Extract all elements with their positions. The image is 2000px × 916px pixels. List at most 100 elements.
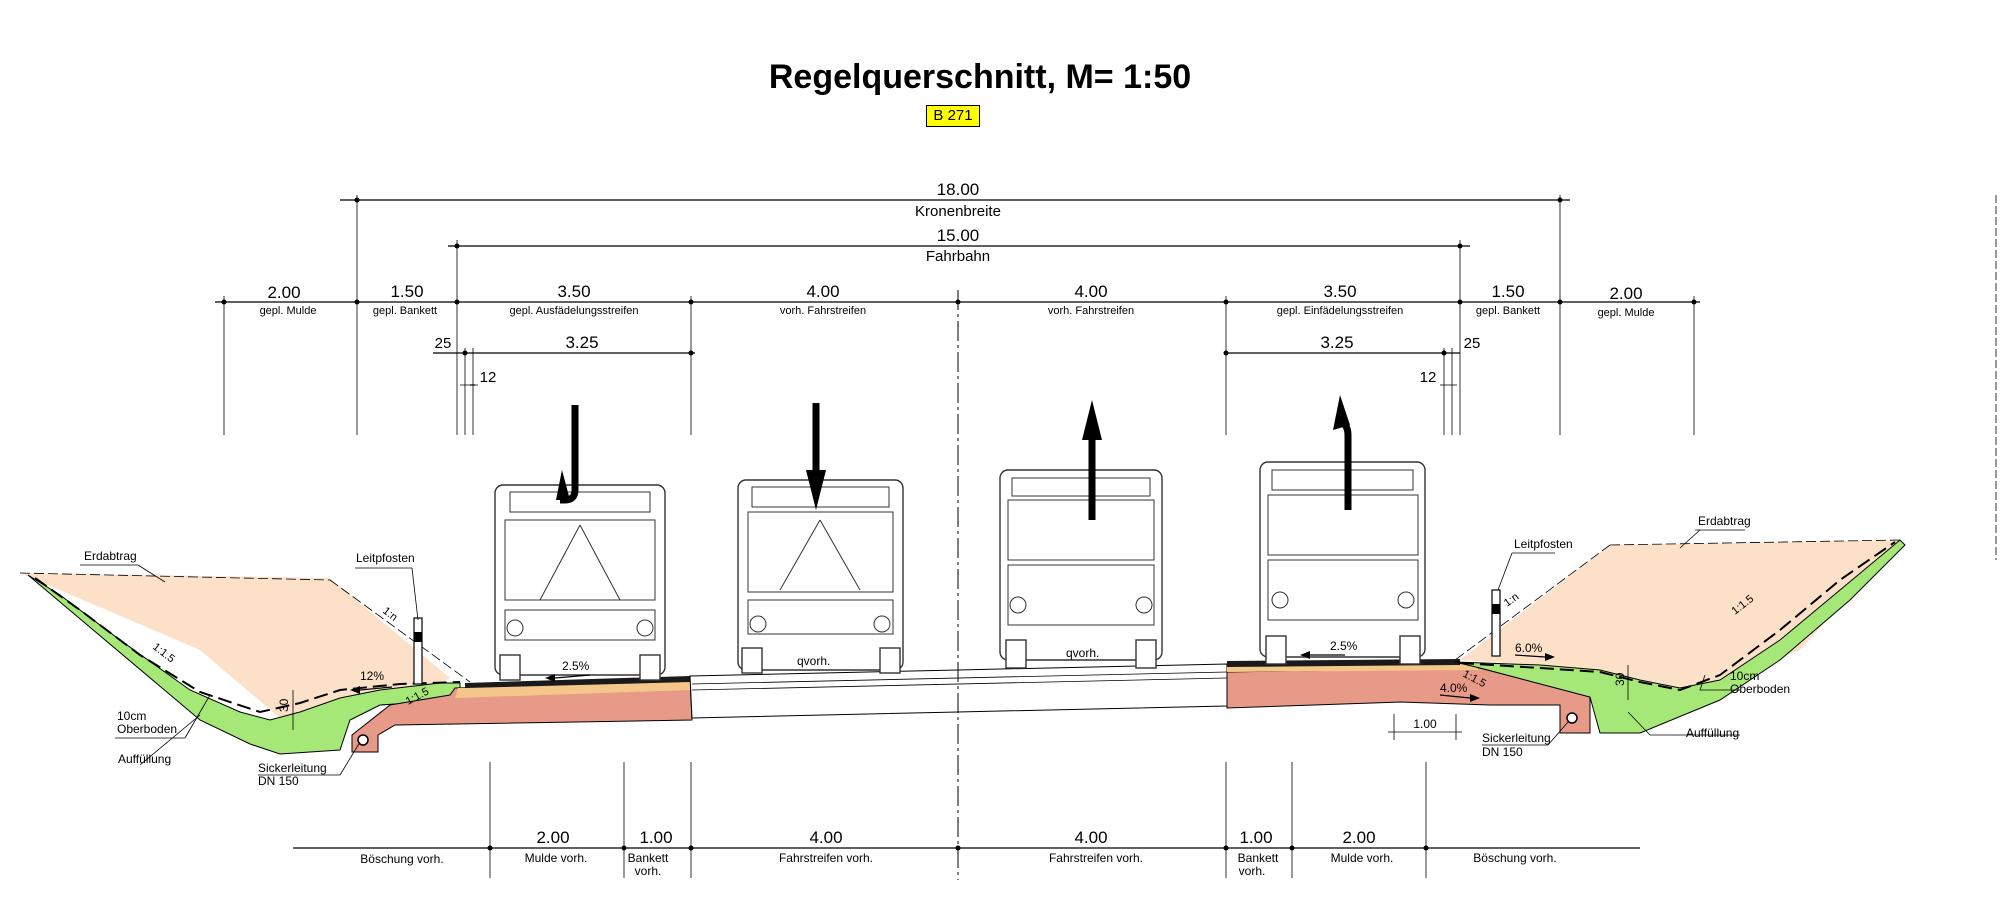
dim-seg-value: 4.00	[1074, 282, 1107, 301]
dim-bottom-label: Fahrstreifen vorh.	[1049, 851, 1143, 865]
dim-seg-label: gepl. Einfädelungsstreifen	[1277, 305, 1404, 317]
label-qvorh-left: qvorh.	[797, 654, 830, 668]
bus-1	[494, 484, 666, 681]
slope-arrowhead	[350, 686, 360, 694]
dim-bottom-label2: vorh.	[1239, 864, 1266, 878]
dim-sub-right-325: 3.25	[1320, 333, 1353, 352]
dim-seg-label: gepl. Mulde	[260, 305, 317, 317]
dim-seg-label: gepl. Bankett	[1476, 305, 1540, 317]
delineator-reflector-left	[414, 632, 422, 642]
dim-bottom-label: Bankett	[1238, 851, 1279, 865]
label-oberboden-right-1: 10cm	[1730, 669, 1759, 683]
road-badge: B 271	[926, 105, 980, 127]
dim-seg-value: 3.50	[1323, 282, 1356, 301]
label-dim-100: 1.00	[1413, 717, 1437, 731]
base-course-left	[455, 680, 690, 698]
ground-line-right-b	[1454, 544, 1611, 661]
existing-layer-line	[691, 677, 1228, 691]
dim-seg-value: 2.00	[1609, 284, 1642, 303]
leader-lines	[80, 529, 1745, 776]
dim-seg-value: 1.50	[390, 282, 423, 301]
dim-sub-right-25: 25	[1464, 335, 1481, 352]
dim-bottom-value: 4.00	[809, 828, 842, 847]
label-slope-6: 6.0%	[1515, 641, 1543, 655]
dim-carriageway-value: 15.00	[937, 226, 980, 245]
label-slope-25-right: 2.5%	[1330, 639, 1358, 653]
dim-sub-left-12: 12	[480, 369, 497, 386]
ground-line-right	[1609, 539, 1901, 546]
label-leitpfosten-left: Leitpfosten	[356, 551, 415, 565]
slope-arrow-4	[1439, 694, 1471, 699]
dim-sub-left-325: 3.25	[565, 333, 598, 352]
dim-seg-label: vorh. Fahrstreifen	[780, 305, 866, 317]
dim-seg-value: 4.00	[806, 282, 839, 301]
dim-bottom-label: Mulde vorh.	[1331, 851, 1394, 865]
dim-bottom-value: 4.00	[1074, 828, 1107, 847]
dim-bottom-label: Fahrstreifen vorh.	[779, 851, 873, 865]
dim-sub-left-25: 25	[435, 335, 452, 352]
label-ratio-115: 1:1.5	[150, 641, 177, 666]
label-slope-12: 12%	[360, 669, 384, 683]
label-sickerleitung-right-2: DN 150	[1482, 745, 1523, 759]
dim-bottom-label: Böschung vorh.	[360, 852, 443, 866]
label-erdabtrag-right: Erdabtrag	[1698, 514, 1751, 528]
label-sickerleitung-right-1: Sickerleitung	[1482, 731, 1551, 745]
dim-seg-value: 3.50	[557, 282, 590, 301]
ground-line-left	[19, 572, 331, 581]
dimension-lines-top	[215, 195, 1700, 435]
dim-bottom-value: 2.00	[1342, 828, 1375, 847]
dim-seg-label: gepl. Mulde	[1598, 307, 1655, 319]
arrow-down-icon	[806, 403, 826, 510]
label-oberboden-left-2: Oberboden	[117, 722, 177, 736]
arrow-up-icon	[1082, 400, 1102, 520]
bus-4	[1259, 461, 1426, 665]
delineator-post-left	[413, 617, 423, 685]
dim-bottom-label: Bankett	[628, 851, 669, 865]
dim-bottom-value: 1.00	[639, 828, 672, 847]
arrow-down-exit-icon	[556, 405, 579, 504]
label-slope-25-left: 2.5%	[562, 659, 590, 673]
topsoil-right	[1454, 539, 1906, 734]
dim-seg-label: gepl. Bankett	[373, 305, 437, 317]
slope-arrowhead	[1300, 651, 1310, 659]
drain-pipe-right	[1566, 712, 1578, 724]
label-ratio-1n-left: 1:n	[380, 605, 399, 624]
arrow-up-merge-icon	[1333, 395, 1352, 510]
dim-seg-value: 1.50	[1491, 282, 1524, 301]
drain-pipe-left	[357, 734, 369, 746]
topsoil-line-right	[1459, 541, 1896, 692]
dimension-lines-bottom	[293, 714, 1640, 878]
label-depth-30-right: 30	[1613, 672, 1627, 686]
delineator-reflector-right	[1492, 604, 1500, 614]
dim-bottom-label: Böschung vorh.	[1473, 851, 1556, 865]
dim-bottom-label2: vorh.	[635, 864, 662, 878]
dim-seg-label: gepl. Ausfädelungsstreifen	[509, 305, 638, 317]
slope-arrow-25-left	[554, 674, 591, 679]
slope-arrow-6	[1514, 654, 1546, 658]
label-leitpfosten-right: Leitpfosten	[1514, 537, 1573, 551]
subbase-left	[351, 679, 693, 753]
slope-arrowhead	[545, 674, 555, 682]
dim-total-value: 18.00	[937, 180, 980, 199]
dim-seg-label: vorh. Fahrstreifen	[1048, 305, 1134, 317]
bus-3	[999, 469, 1163, 669]
label-erdabtrag-left: Erdabtrag	[84, 549, 137, 563]
cut-area-left	[20, 573, 450, 718]
label-oberboden-left-1: 10cm	[117, 709, 146, 723]
label-auffuellung-right: Auffüllung	[1686, 726, 1739, 740]
label-ratio-1n-right: 1:n	[1502, 591, 1521, 610]
slope-arrowhead	[1545, 653, 1555, 661]
label-depth-30-left: 30	[277, 698, 291, 712]
ground-line-left-b	[329, 579, 471, 683]
bus-2	[737, 479, 904, 674]
dim-total-label: Kronenbreite	[915, 203, 1001, 220]
label-oberboden-right-2: Oberboden	[1730, 682, 1790, 696]
slope-arrowhead	[1470, 694, 1480, 702]
dim-seg-value: 2.00	[267, 283, 300, 302]
label-qvorh-right: qvorh.	[1066, 646, 1099, 660]
topsoil-line-left	[34, 577, 461, 714]
label-auffuellung-left: Auffüllung	[118, 752, 171, 766]
slope-arrow-12	[359, 686, 393, 691]
label-slope-4: 4.0%	[1440, 681, 1468, 695]
